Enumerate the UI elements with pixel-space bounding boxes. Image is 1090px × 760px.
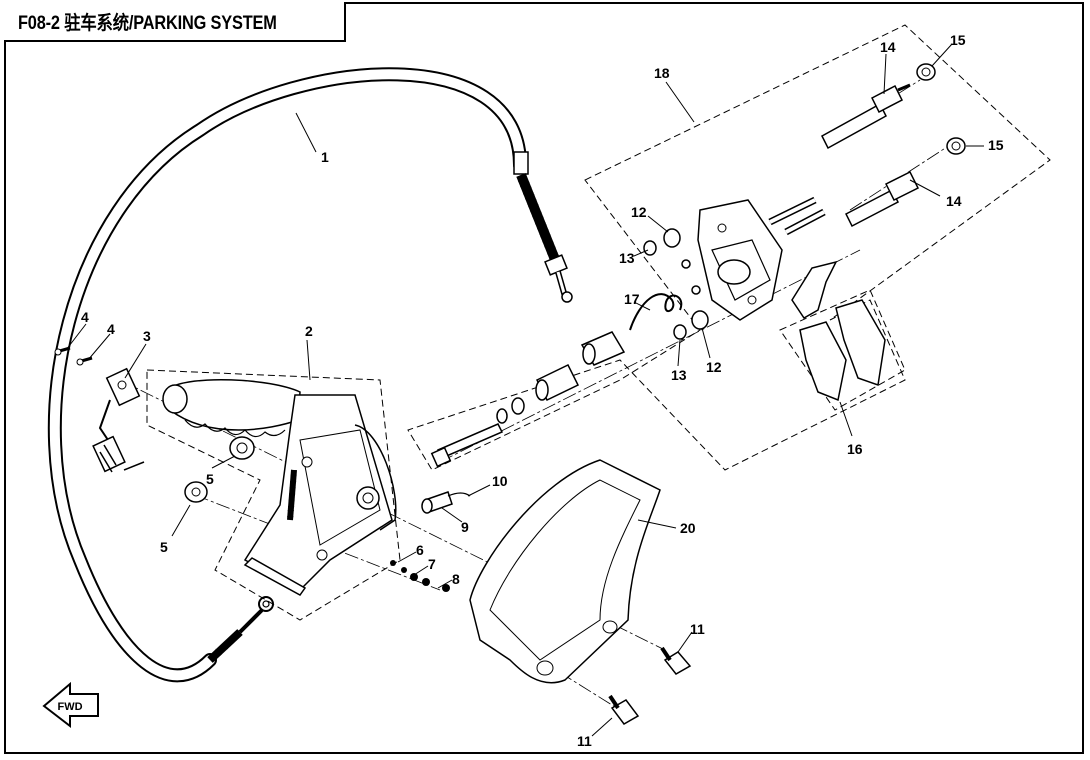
parking-cable (47, 67, 573, 683)
brake-pads (791, 260, 886, 402)
callout-9: 9 (461, 519, 469, 535)
lever-pin (421, 491, 471, 514)
callout-7: 7 (428, 556, 436, 572)
parking-lever (162, 378, 397, 596)
small-washers-nuts (390, 560, 450, 592)
caliper-bolt-assembly (430, 228, 709, 468)
callout-13a: 13 (619, 250, 635, 266)
callout-4b: 4 (107, 321, 115, 337)
guard-bolts (608, 646, 692, 725)
callout-16: 16 (847, 441, 863, 457)
callout-14b: 14 (946, 193, 962, 209)
callout-12b: 12 (706, 359, 722, 375)
lever-washers (184, 436, 255, 503)
callout-leaders (65, 43, 984, 737)
callout-12a: 12 (631, 204, 647, 220)
forward-direction-arrow: FWD (42, 681, 99, 729)
title-block: F08-2 驻车系统/PARKING SYSTEM (4, 2, 346, 42)
callout-labels: 1 2 3 4 4 5 5 6 7 8 9 10 11 11 12 12 13 … (81, 32, 1004, 749)
callout-11a: 11 (690, 621, 705, 637)
fwd-label: FWD (57, 701, 82, 713)
brake-switch (92, 367, 145, 473)
callout-5a: 5 (206, 471, 214, 487)
caliper-guard (469, 459, 661, 684)
callout-18: 18 (654, 65, 670, 81)
callout-5b: 5 (160, 539, 168, 555)
callout-14a: 14 (880, 39, 896, 55)
callout-11b: 11 (577, 733, 592, 749)
callout-6: 6 (416, 542, 424, 558)
callout-10: 10 (492, 473, 508, 489)
callout-2: 2 (305, 323, 313, 339)
callout-3: 3 (143, 328, 151, 344)
callout-13b: 13 (671, 367, 687, 383)
slide-pins (821, 63, 966, 228)
page-title: F08-2 驻车系统/PARKING SYSTEM (18, 12, 277, 34)
brake-caliper-body (697, 196, 826, 321)
callout-8: 8 (452, 571, 460, 587)
callout-15b: 15 (988, 137, 1004, 153)
callout-17: 17 (624, 291, 640, 307)
callout-4a: 4 (81, 309, 89, 325)
caliper-assembly-outline (407, 24, 1051, 471)
callout-15a: 15 (950, 32, 966, 48)
callout-20: 20 (680, 520, 696, 536)
callout-1: 1 (321, 149, 329, 165)
